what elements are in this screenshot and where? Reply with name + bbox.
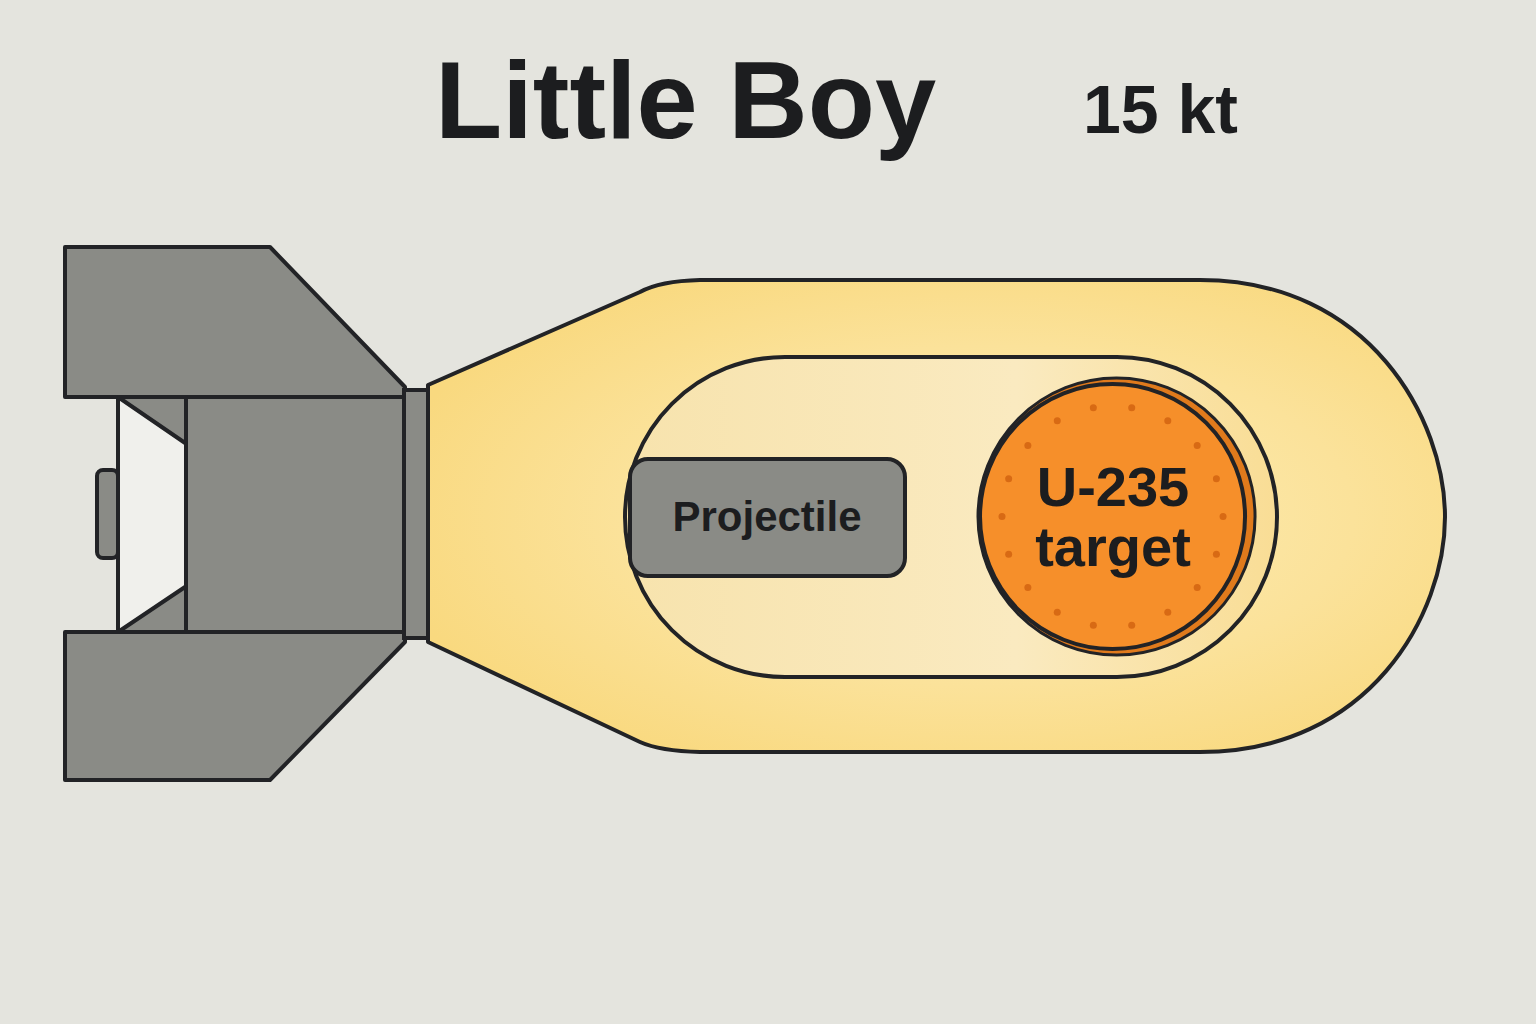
texture-dot: [1054, 609, 1061, 616]
projectile-box: Projectile: [628, 457, 907, 578]
title: Little Boy: [435, 40, 936, 160]
texture-dot: [1006, 551, 1013, 558]
target-circle: U-235 target: [972, 376, 1253, 657]
projectile-shape: [630, 459, 905, 576]
texture-dot: [1165, 609, 1172, 616]
texture-dot: [1054, 418, 1061, 425]
texture-dot: [1025, 442, 1032, 449]
texture-dot: [1194, 442, 1201, 449]
node-label: U-235 target: [1003, 457, 1223, 578]
texture-dot: [1090, 622, 1097, 629]
neck-band: [404, 390, 428, 638]
texture-dot: [1213, 551, 1220, 558]
texture-dot: [1213, 476, 1220, 483]
texture-dot: [1165, 418, 1172, 425]
target-disc: [980, 384, 1245, 649]
texture-dot: [1194, 585, 1201, 592]
texture-dot: [1129, 622, 1136, 629]
node-label: Projectile: [672, 494, 861, 539]
tail-fin: [65, 247, 405, 397]
yield-label: 15 kt: [1083, 72, 1238, 147]
tail-assembly: [65, 247, 408, 780]
tail-strut: [118, 397, 188, 445]
tail-knob: [97, 470, 118, 558]
node-text-group: Projectile: [672, 494, 861, 539]
texture-dot: [1129, 405, 1136, 412]
target-rim: [978, 378, 1255, 655]
bomb-casing: [428, 280, 1445, 752]
tail-strut: [118, 585, 188, 632]
gun-barrel: [625, 357, 1277, 677]
tail-opening: [118, 397, 188, 632]
texture-dot: [1090, 405, 1097, 412]
texture-dot: [1025, 585, 1032, 592]
texture-dot: [999, 513, 1006, 520]
tail-fin: [65, 632, 405, 780]
tail-box: [186, 397, 408, 632]
texture-dot: [1220, 513, 1227, 520]
node-text-group: U-235 target: [1003, 457, 1223, 578]
texture-dot: [1006, 476, 1013, 483]
